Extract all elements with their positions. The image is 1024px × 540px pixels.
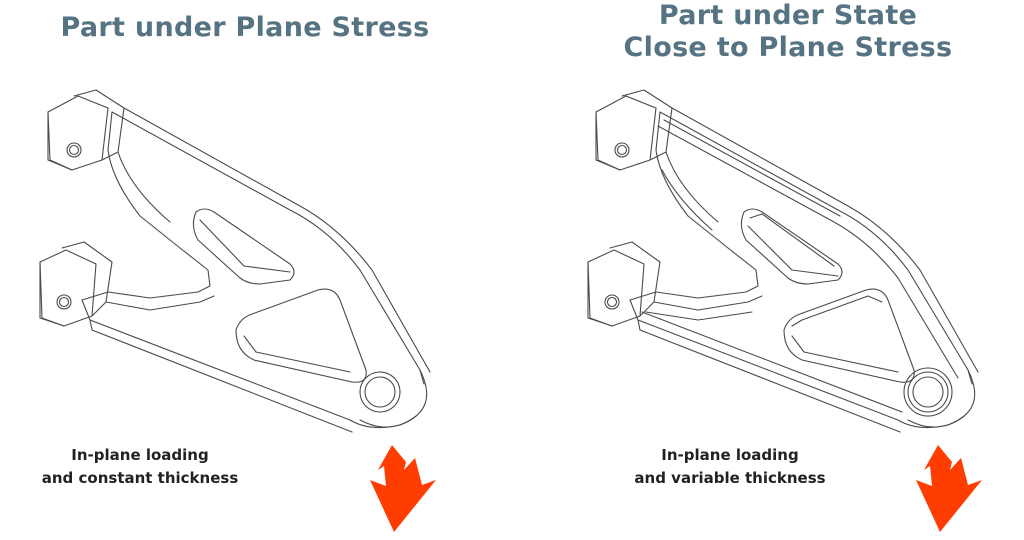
- lower-bolt-hole: [604, 294, 620, 310]
- title-line: Part under Plane Stress: [60, 12, 430, 43]
- lightning-arrow: [916, 445, 982, 532]
- bracket-drawing-constant-thickness: [39, 89, 431, 433]
- loading-caption: In-plane loading and constant thickness: [30, 444, 250, 490]
- upper-bolt-hole: [614, 142, 630, 158]
- lower-pocket: [235, 288, 367, 383]
- caption-line-2: and constant thickness: [41, 469, 239, 487]
- lower-bolt-hole: [56, 294, 72, 310]
- pivot-hole: [907, 371, 949, 413]
- caption-line-2: and variable thickness: [634, 469, 826, 487]
- loading-caption: In-plane loading and variable thickness: [620, 444, 840, 490]
- bracket-drawing-variable-thickness: [587, 89, 979, 433]
- load-arrow-icon: [370, 445, 436, 532]
- title-line-2: Close to Plane Stress: [623, 32, 953, 63]
- caption-line-1: In-plane loading: [661, 446, 799, 464]
- load-arrow-icon: [916, 445, 982, 532]
- pivot-hole: [359, 371, 401, 413]
- panel-plane-stress: Part under Plane Stress In-plane load: [30, 12, 450, 532]
- upper-pocket: [192, 208, 295, 285]
- caption-line-1: In-plane loading: [71, 446, 209, 464]
- upper-bolt-hole: [66, 142, 82, 158]
- lower-pocket: [783, 288, 915, 383]
- title-line-1: Part under State: [658, 0, 918, 31]
- panel-title: Part under State Close to Plane Stress: [578, 0, 998, 64]
- panel-title: Part under Plane Stress: [40, 12, 450, 44]
- lightning-arrow: [370, 445, 436, 532]
- panel-close-to-plane-stress: Part under State Close to Plane Stress: [512, 0, 1024, 540]
- upper-pocket: [740, 208, 843, 285]
